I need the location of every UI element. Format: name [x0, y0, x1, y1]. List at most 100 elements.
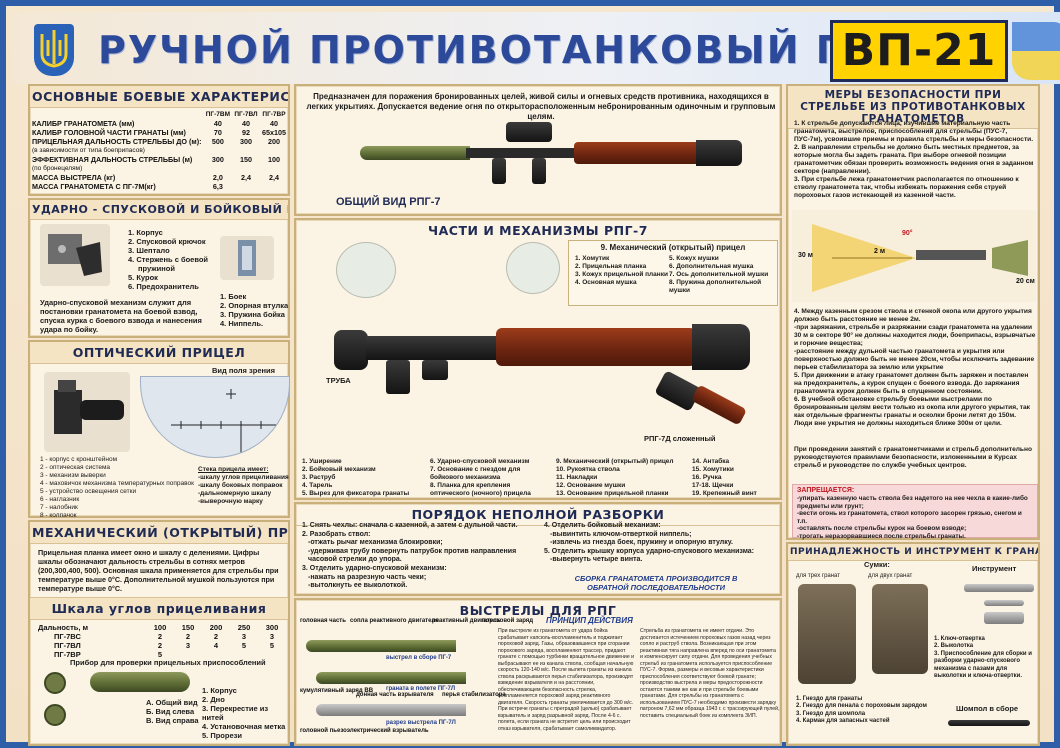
angles-cell: ПГ-7ВС [54, 632, 81, 641]
list-item: 5. Прорези [202, 731, 242, 740]
angles-cell: 3 [241, 632, 247, 641]
table-row: ПГ-7ВЛ 2 3 4 5 5 [36, 641, 286, 650]
parts-title: ЧАСТИ И МЕХАНИЗМЫ РПГ-7 [428, 223, 648, 238]
list-item: 3. Отделить ударно-спусковой механизм: [302, 564, 447, 572]
spec-value: 65х105 [262, 128, 286, 137]
specs-col-empty [30, 110, 204, 119]
assembly-note: СБОРКА ГРАНАТОМЕТА ПРОИЗВОДИТСЯ В ОБРАТН… [574, 574, 738, 592]
angles-cell: 3 [185, 641, 191, 650]
round-label: граната в полете ПГ-7Л [386, 686, 456, 692]
bag2-label: для двух гранат [868, 573, 913, 579]
angles-head: 200 [209, 623, 223, 632]
list-item: 2. В направлении стрельбы не должно быть… [794, 144, 1034, 175]
list-item: -шкалу боковых поправок [198, 482, 283, 489]
grenade-illustration [360, 146, 470, 160]
list-item: 5. Вырез для фиксатора гранаты [302, 490, 410, 497]
key-screwdriver-icon [964, 584, 1034, 592]
list-item: 8 - колпачок [40, 512, 77, 519]
list-item: 1. Корпус [128, 228, 163, 237]
round-label: донная часть взрывателя [356, 692, 434, 698]
angles-head: 250 [237, 623, 251, 632]
spec-value: 200 [268, 137, 280, 146]
field-of-view-label: Вид поля зрения [212, 366, 276, 375]
parts-panel: ЧАСТИ И МЕХАНИЗМЫ РПГ-7 9. Механический … [294, 218, 782, 500]
list-item: 5. Курок [128, 273, 158, 282]
list-item: 7 - налобник [40, 504, 78, 511]
list-item: 2. Выколотка [934, 643, 974, 650]
list-item: 2. Гнездо для пенала с пороховым зарядом [796, 703, 927, 710]
angles-cell: 5 [269, 641, 275, 650]
list-item: 4 - маховичок механизма температурных по… [40, 480, 194, 487]
list-item: 6. Предохранитель [128, 282, 199, 291]
tube-label: ТРУБА [326, 376, 351, 385]
device-right-view-icon [44, 704, 66, 726]
drift-icon [984, 600, 1024, 606]
spec-label: (по бронецелям) [32, 165, 83, 172]
list-item: 2. Прицельная планка [575, 263, 647, 270]
list-item: 1. Ключ-отвертка [934, 636, 985, 642]
list-item: 1. Снять чехлы: сначала с казенной, а за… [302, 522, 518, 529]
list-item: 1 - корпус с кронштейном [40, 456, 118, 463]
page-title: РУЧНОЙ ПРОТИВОТАНКОВЫЙ ГРАНА [98, 28, 858, 72]
list-item: -дальномерную шкалу [198, 490, 272, 497]
round-cutaway [316, 704, 466, 716]
front-sight-detail [336, 242, 396, 298]
mechanical-title: МЕХАНИЧЕСКИЙ (ОТКРЫТЫЙ) ПРИЦЕЛ [30, 522, 288, 544]
tools-title: ПРИНАДЛЕЖНОСТЬ И ИНСТРУМЕНТ К ГРАНАТОМЕТ… [788, 544, 1038, 561]
angles-title: Шкала углов прицеливания [30, 597, 288, 620]
list-item: 6. Дополнительная мушка [669, 263, 754, 270]
list-item: 7. Ось дополнительной мушки [669, 271, 769, 278]
rounds-title: ВЫСТРЕЛЫ ДЛЯ РПГ [459, 603, 617, 618]
angles-cell: 5 [241, 641, 247, 650]
device-views-list: А. Общий вид Б. Вид слева В. Вид справа [146, 698, 199, 725]
list-item: -вести огонь из гранатомета, ствол котор… [797, 510, 1022, 525]
list-item: 2. Разобрать ствол: [302, 530, 371, 538]
list-item: пружиной [138, 264, 175, 273]
list-item: -оставлять после стрельбы курок на боево… [797, 525, 967, 533]
list-item: 9. Механический (открытый) прицел [556, 458, 674, 465]
list-item: 2. Опорная втулка [220, 301, 289, 310]
list-item: В. Вид справа [146, 716, 199, 725]
table-row: (по бронецелям) [30, 164, 288, 173]
safety-title: МЕРЫ БЕЗОПАСНОСТИ ПРИ СТРЕЛЬБЕ ИЗ ПРОТИВ… [788, 86, 1038, 129]
list-item: 1. Уширение [302, 458, 342, 465]
list-item: 5. Отделить крышку корпуса ударно-спуско… [544, 547, 755, 555]
round-label: сопла реактивного двигателя [350, 618, 439, 624]
list-item: 12. Основание мушки [556, 482, 626, 489]
list-item: 3. Раструб [302, 474, 336, 481]
list-item: -отжать рычаг механизма блокировки; [308, 539, 443, 547]
grip-rear [532, 158, 546, 184]
trigger-parts-list: 1. Корпус 2. Спусковой крючок 3. Шептало… [128, 228, 228, 291]
disassembly-right: 4. Отделить бойковый механизм: -вывинтит… [544, 522, 780, 565]
forbidden-list: -упирать казенную часть ствола без надет… [793, 495, 1037, 541]
trigger-mechanism-illustration [40, 224, 110, 286]
angles-cell: 4 [213, 641, 219, 650]
trigger-title: УДАРНО - СПУСКОВОЙ И БОЙКОВЫЙ МЕХАНИЗМ [30, 200, 288, 220]
list-item: 5 - устройство освещения сетки [40, 488, 137, 495]
list-item: 4. Стержень с боевой [128, 255, 209, 264]
disassembly-left: 1. Снять чехлы: сначала с казенной, а за… [302, 522, 540, 591]
specs-table: ПГ-7ВМ ПГ-7ВЛ ПГ-7ВР КАЛИБР ГРАНАТОМЕТА … [30, 110, 288, 191]
list-item: -вывинтить ключом-отверткой ниппель; [550, 530, 692, 538]
list-item: -расстояние между дульной частью гранато… [794, 348, 1035, 371]
list-item: 3. Перекрестие из нитей [202, 704, 269, 722]
list-item: -шкалу углов прицеливания [198, 474, 289, 481]
round-label: кумулятивный заряд ВВ [300, 688, 374, 694]
spec-label: МАССА ВЫСТРЕЛА (кг) [32, 173, 116, 182]
principle-text-1: При выстреле из гранатомета от удара бой… [498, 628, 635, 732]
reticle-view [140, 376, 290, 458]
training-note: При проведении занятий с гранатометчикам… [794, 446, 1032, 469]
safety-panel: МЕРЫ БЕЗОПАСНОСТИ ПРИ СТРЕЛЬБЕ ИЗ ПРОТИВ… [786, 84, 1040, 540]
list-item: 1. Гнездо для гранаты [796, 696, 863, 702]
trigger-section [422, 360, 448, 380]
device-title: Прибор для проверки прицельных приспособ… [70, 658, 266, 667]
round-label: реактивный двигатель [432, 618, 501, 624]
safety-rules-1: 1. К стрельбе допускаются лица, изучивши… [794, 120, 1036, 200]
list-item: 3 - механизм выверки [40, 472, 106, 479]
list-item: 1. Боек [220, 292, 247, 301]
muzzle-end [334, 330, 368, 370]
list-item: -извлечь из гнезда боек, пружину и опорн… [550, 539, 733, 547]
round-in-flight [316, 672, 466, 684]
